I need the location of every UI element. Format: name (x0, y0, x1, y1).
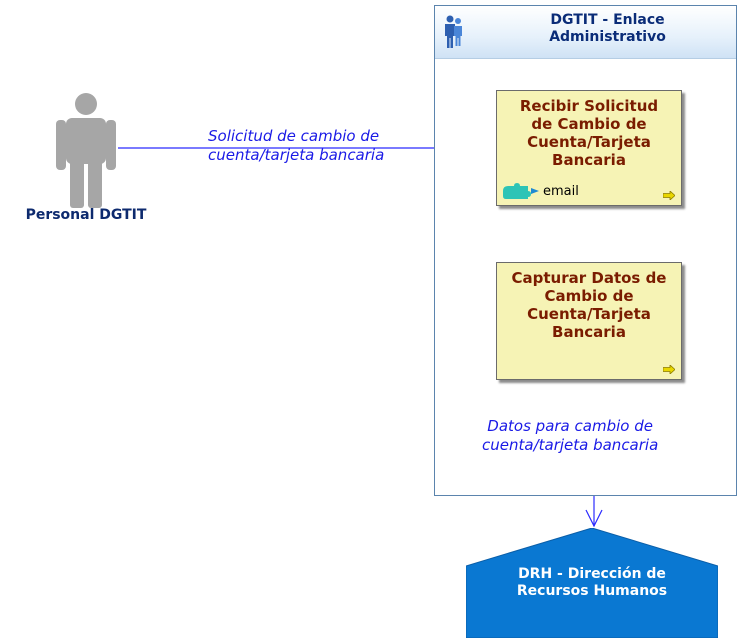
task-recibir-solicitud[interactable]: Recibir Solicitud de Cambio de Cuenta/Ta… (496, 90, 682, 206)
task-title-line: de Cambio de (531, 115, 647, 133)
flow-label-solicitud: Solicitud de cambio de cuenta/tarjeta ba… (208, 127, 384, 165)
arrow-marker-icon (663, 191, 675, 200)
external-entity-line: Recursos Humanos (516, 583, 668, 599)
task-title: Capturar Datos de Cambio de Cuenta/Tarje… (501, 269, 677, 341)
person-silhouette-icon (56, 93, 116, 208)
external-entity-label: DRH - Dirección de Recursos Humanos (466, 566, 718, 600)
flow-label-line: cuenta/tarjeta bancaria (208, 146, 385, 164)
swimlane-title: DGTIT - Enlace Administrativo (485, 12, 730, 46)
actor-label: Personal DGTIT (25, 207, 147, 223)
task-title: Recibir Solicitud de Cambio de Cuenta/Ta… (501, 97, 677, 169)
swimlane-title-line1: DGTIT - Enlace (550, 12, 665, 28)
group-people-icon (445, 15, 462, 48)
external-entity-shape[interactable] (466, 528, 718, 638)
email-label: email (543, 183, 579, 199)
puzzle-icon (503, 183, 539, 199)
flow-label-line: Datos para cambio de (487, 417, 653, 435)
flow-arrowhead (585, 509, 603, 528)
swimlane-dgtit: DGTIT - Enlace Administrativo (434, 5, 737, 496)
task-title-line: Bancaria (552, 323, 626, 341)
task-title-line: Cuenta/Tarjeta (527, 133, 651, 151)
swimlane-title-line2: Administrativo (549, 29, 666, 45)
flow-label-datos: Datos para cambio de cuenta/tarjeta banc… (482, 417, 658, 455)
task-capturar-datos[interactable]: Capturar Datos de Cambio de Cuenta/Tarje… (496, 262, 682, 380)
task-title-line: Cuenta/Tarjeta (527, 305, 651, 323)
task-title-line: Recibir Solicitud (519, 97, 659, 115)
flow-label-line: Solicitud de cambio de (208, 127, 380, 145)
swimlane-header: DGTIT - Enlace Administrativo (435, 6, 736, 59)
task-title-line: Cambio de (544, 287, 634, 305)
task-title-line: Capturar Datos de (511, 269, 667, 287)
task-title-line: Bancaria (552, 151, 626, 169)
flow-label-line: cuenta/tarjeta bancaria (482, 436, 659, 454)
arrow-marker-icon (663, 365, 675, 374)
email-attachment[interactable]: email (501, 183, 579, 199)
external-entity-line: DRH - Dirección de (518, 566, 666, 582)
